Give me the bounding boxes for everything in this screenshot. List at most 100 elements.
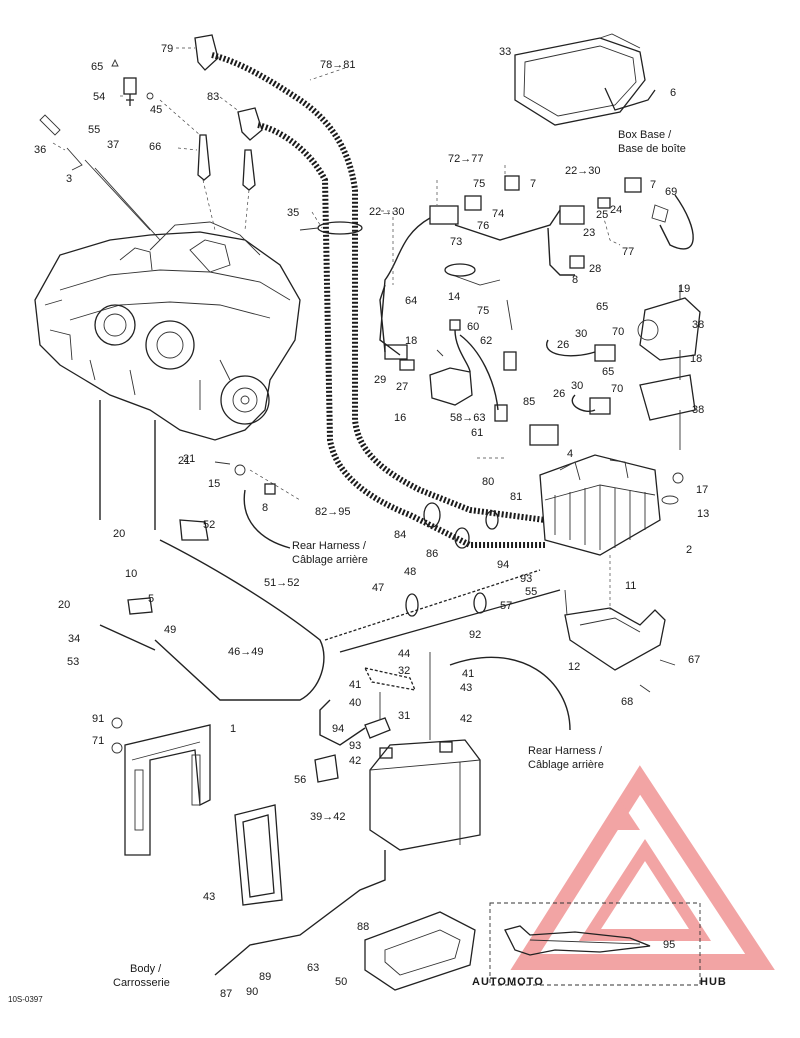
callout-label: 62 bbox=[480, 335, 492, 347]
callout-label: 7 bbox=[650, 179, 656, 191]
callout-label: 12 bbox=[568, 661, 580, 673]
callout-label: 1 bbox=[230, 723, 236, 735]
callout-label: 74 bbox=[492, 208, 504, 220]
callout-label: 43 bbox=[203, 891, 215, 903]
callout-label: 21 bbox=[183, 453, 195, 465]
callout-label: 50 bbox=[335, 976, 347, 988]
callout-label: 45 bbox=[150, 104, 162, 116]
callout-label: 82→95 bbox=[315, 506, 350, 518]
rear-harness-note-2-line2: Câblage arrière bbox=[528, 759, 604, 771]
callout-label: 22→30 bbox=[369, 206, 404, 218]
callout-label: 22→30 bbox=[565, 165, 600, 177]
callout-label: 41 bbox=[462, 668, 474, 680]
body-note-line2: Carrosserie bbox=[113, 977, 170, 989]
callout-label: 76 bbox=[477, 220, 489, 232]
callout-label: 60 bbox=[467, 321, 479, 333]
callout-label: 15 bbox=[208, 478, 220, 490]
callout-label: 23 bbox=[583, 227, 595, 239]
box-base-note-line2: Base de boîte bbox=[618, 143, 686, 155]
callout-label: 38 bbox=[692, 404, 704, 416]
rear-harness-note-1-line2: Câblage arrière bbox=[292, 554, 368, 566]
main-harness bbox=[99, 400, 571, 731]
callout-label: 24 bbox=[610, 204, 622, 216]
callout-label: 38 bbox=[692, 319, 704, 331]
callout-label: 16 bbox=[394, 412, 406, 424]
callout-label: 56 bbox=[294, 774, 306, 786]
watermark-logo bbox=[510, 765, 775, 970]
callout-label: 94 bbox=[497, 559, 509, 571]
callout-label: 69 bbox=[665, 186, 677, 198]
box-base-note-line1: Box Base / bbox=[618, 129, 672, 141]
callout-label: 78→81 bbox=[320, 59, 355, 71]
ignition-parts bbox=[39, 34, 263, 241]
callout-label: 79 bbox=[161, 43, 173, 55]
callout-label: 92 bbox=[469, 629, 481, 641]
watermark-text-b: HUB bbox=[700, 976, 727, 988]
callout-label: 67 bbox=[688, 654, 700, 666]
callout-label: 70 bbox=[611, 383, 623, 395]
callout-label: 26 bbox=[553, 388, 565, 400]
callout-label: 81 bbox=[510, 491, 522, 503]
callout-label: 20 bbox=[113, 528, 125, 540]
callout-label: 58→63 bbox=[450, 412, 485, 424]
callout-label: 26 bbox=[557, 339, 569, 351]
inset-detail bbox=[489, 902, 701, 986]
callout-label: 94 bbox=[332, 723, 344, 735]
callout-label: 31 bbox=[398, 710, 410, 722]
callout-label: 95 bbox=[663, 939, 675, 951]
callout-label: 75 bbox=[477, 305, 489, 317]
callout-label: 13 bbox=[697, 508, 709, 520]
callout-label: 8 bbox=[572, 274, 578, 286]
callout-label: 64 bbox=[405, 295, 417, 307]
watermark-text: AUTOMOTO HUB bbox=[472, 976, 727, 988]
callout-label: 66 bbox=[149, 141, 161, 153]
callout-label: 17 bbox=[696, 484, 708, 496]
ignition-cables bbox=[211, 52, 546, 548]
callout-label: 39→42 bbox=[310, 811, 345, 823]
callout-label: 65 bbox=[596, 301, 608, 313]
callout-label: 70 bbox=[612, 326, 624, 338]
callout-label: 20 bbox=[58, 599, 70, 611]
callout-label: 91 bbox=[92, 713, 104, 725]
callout-label: 10 bbox=[125, 568, 137, 580]
callout-label: 57 bbox=[500, 600, 512, 612]
mounting-bracket bbox=[564, 589, 676, 693]
box-cover bbox=[514, 33, 656, 126]
solenoid-parts bbox=[379, 263, 559, 446]
callout-label: 25 bbox=[596, 209, 608, 221]
callout-label: 72→77 bbox=[448, 153, 483, 165]
callout-label: 85 bbox=[523, 396, 535, 408]
callout-label: 51→52 bbox=[264, 577, 299, 589]
callout-labels: 65 54 45 55 37 36 3 66 79 83 78→81 35 33… bbox=[34, 43, 709, 1000]
callout-label: 83 bbox=[207, 91, 219, 103]
callout-label: 84 bbox=[394, 529, 406, 541]
callout-label: 65 bbox=[602, 366, 614, 378]
callout-label: 52 bbox=[203, 519, 215, 531]
callout-label: 55 bbox=[88, 124, 100, 136]
callout-label: 30 bbox=[571, 380, 583, 392]
callout-label: 18 bbox=[405, 335, 417, 347]
callout-label: 63 bbox=[307, 962, 319, 974]
callout-label: 55 bbox=[525, 586, 537, 598]
callout-label: 46→49 bbox=[228, 646, 263, 658]
callout-label: 30 bbox=[575, 328, 587, 340]
callout-label: 4 bbox=[567, 448, 573, 460]
callout-label: 71 bbox=[92, 735, 104, 747]
rear-harness-note-1-line1: Rear Harness / bbox=[292, 540, 367, 552]
callout-label: 6 bbox=[670, 87, 676, 99]
callout-label: 61 bbox=[471, 427, 483, 439]
callout-label: 48 bbox=[404, 566, 416, 578]
callout-label: 86 bbox=[426, 548, 438, 560]
callout-label: 93 bbox=[349, 740, 361, 752]
callout-label: 68 bbox=[621, 696, 633, 708]
callout-label: 43 bbox=[460, 682, 472, 694]
callout-label: 65 bbox=[91, 61, 103, 73]
callout-label: 34 bbox=[68, 633, 80, 645]
electrical-box bbox=[539, 454, 684, 610]
callout-label: 33 bbox=[499, 46, 511, 58]
body-note-line1: Body / bbox=[130, 963, 162, 975]
callout-label: 93 bbox=[520, 573, 532, 585]
figure-code: 10S-0397 bbox=[8, 995, 43, 1004]
callout-label: 37 bbox=[107, 139, 119, 151]
callout-label: 21 bbox=[178, 455, 190, 467]
